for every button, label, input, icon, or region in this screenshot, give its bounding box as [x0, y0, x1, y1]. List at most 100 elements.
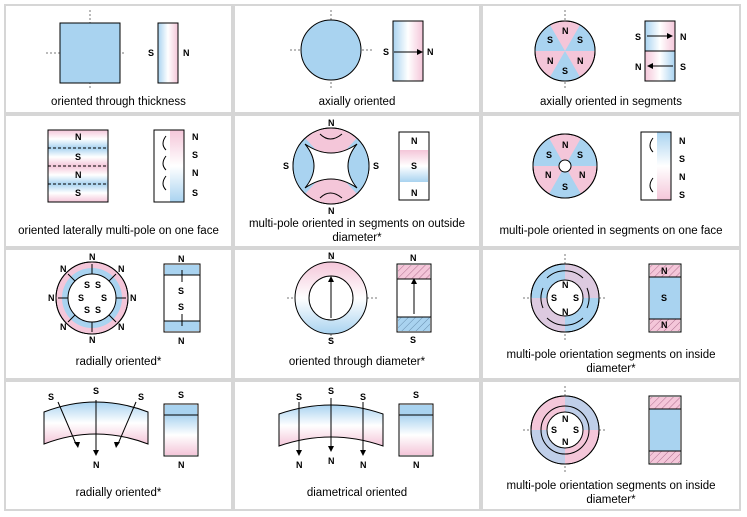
pole-label-s: S [178, 286, 184, 296]
pole-label-n: N [60, 322, 67, 332]
pole-label-n: N [547, 56, 554, 66]
pole-label-s: S [283, 161, 289, 171]
pole-label-s: S [178, 390, 184, 400]
pole-label-s: S [75, 152, 81, 162]
pole-label-n: N [89, 252, 96, 262]
pole-label-n: N [178, 336, 185, 346]
cell-axially-oriented-in-segments: S S S N N N S N N S axially oriented in … [481, 4, 741, 114]
pole-label-s: S [148, 48, 154, 58]
pole-label-n: N [118, 322, 125, 332]
cell-radially-oriented: N N N N N N N N S S S S S S [4, 248, 233, 380]
pole-label-n: N [411, 136, 418, 146]
pole-label-s: S [138, 392, 144, 402]
cell-radially-oriented-arc: S S S N S N radially oriented* [4, 380, 233, 511]
caption: oriented through diameter* [288, 356, 426, 368]
diagram-radially-oriented: N N N N N N N N S S S S S S [48, 252, 201, 346]
pole-label-n: N [679, 172, 686, 182]
pole-label-n: N [75, 170, 82, 180]
pole-label-n: N [192, 132, 199, 142]
pole-label-n: N [178, 460, 185, 470]
diagram: N S N S [235, 250, 479, 346]
caption: multi-pole oriented in segments on outsi… [248, 218, 466, 244]
pole-label-s: S [95, 305, 101, 315]
pole-label-s: S [373, 161, 379, 171]
pole-label-s: S [75, 188, 81, 198]
pole-label-n: N [562, 307, 569, 317]
pole-label-n: N [118, 264, 125, 274]
pole-label-n: N [562, 280, 569, 290]
pole-label-s: S [84, 305, 90, 315]
cell-oriented-laterally-multi-pole-on-one-face: N S N S N S N S oriented laterally multi… [4, 114, 233, 248]
diagram: S S S N N N S N [235, 382, 479, 477]
pole-label-n: N [577, 56, 584, 66]
pole-label-n: N [410, 253, 417, 263]
caption: oriented laterally multi-pole on one fac… [18, 225, 219, 237]
pole-label-s: S [48, 392, 54, 402]
diagram-multi-pole-outside-diameter: N N S S N S N [283, 118, 430, 216]
pole-label-n: N [328, 206, 335, 216]
pole-label-s: S [78, 293, 84, 303]
pole-label-s: S [95, 280, 101, 290]
cell-diametrical-oriented: S S S N N N S N diametrical oriented [233, 380, 481, 511]
cell-oriented-through-thickness: S N oriented through thickness [4, 4, 233, 114]
pole-label-n: N [48, 293, 55, 303]
pole-label-s: S [679, 190, 685, 200]
diagram-multi-pole-one-face: S S S N N N N S N S [532, 131, 686, 201]
caption: axially oriented [318, 96, 396, 108]
diagram-axially-oriented: S N [290, 10, 434, 88]
pole-label-s: S [562, 182, 568, 192]
cell-oriented-through-diameter: N S N S oriented through diameter* [233, 248, 481, 380]
pole-label-s: S [328, 336, 334, 346]
pole-label-n: N [635, 62, 642, 72]
diagram: S S S N S N [6, 382, 231, 477]
pole-label-n: N [661, 266, 668, 276]
cell-axially-oriented: S N axially oriented [233, 4, 481, 114]
pole-label-s: S [178, 302, 184, 312]
pole-label-s: S [328, 386, 334, 396]
pole-label-n: N [130, 293, 137, 303]
caption: multi-pole orientation segments on insid… [506, 349, 716, 375]
pole-label-n: N [328, 118, 335, 128]
pole-label-s: S [192, 150, 198, 160]
pole-label-s: S [413, 390, 419, 400]
diagram-multi-pole-inside-diameter-2: N N S S [523, 386, 682, 474]
pole-label-n: N [661, 320, 668, 330]
pole-label-n: N [562, 26, 569, 36]
diagram: N N S S N S N [483, 250, 739, 346]
pole-label-n: N [89, 335, 96, 345]
pole-label-s: S [547, 35, 553, 45]
pole-label-n: N [562, 414, 569, 424]
pole-label-s: S [192, 188, 198, 198]
pole-label-s: S [546, 150, 552, 160]
pole-label-s: S [383, 47, 389, 57]
pole-label-n: N [93, 460, 100, 470]
pole-label-s: S [573, 425, 579, 435]
cell-multi-pole-segments-inside-diameter: N N S S N S N multi-pole orientation seg… [481, 248, 741, 380]
diagram: S N [6, 6, 231, 92]
pole-label-s: S [573, 293, 579, 303]
pole-label-s: S [577, 35, 583, 45]
pole-label-n: N [75, 132, 82, 142]
pole-label-n: N [562, 140, 569, 150]
diagram-oriented-through-thickness: S N [46, 10, 190, 88]
pole-label-s: S [562, 66, 568, 76]
pole-label-s: S [360, 392, 366, 402]
pole-label-s: S [551, 425, 557, 435]
pole-label-n: N [579, 170, 586, 180]
pole-label-n: N [562, 437, 569, 447]
caption: multi-pole oriented in segments on one f… [499, 225, 723, 237]
pole-label-n: N [328, 251, 335, 261]
pole-label-n: N [183, 48, 190, 58]
pole-label-n: N [680, 32, 687, 42]
pole-label-s: S [680, 62, 686, 72]
diagram-radially-oriented-arc: S S S N S N [43, 386, 199, 470]
pole-label-s: S [635, 32, 641, 42]
diagram: S S S N N N S N N S [483, 6, 739, 92]
diagram: N S N S N S N S [6, 116, 231, 216]
caption: radially oriented* [75, 356, 162, 368]
diagram-laterally-multi-pole: N S N S N S N S [47, 129, 199, 203]
caption: diametrical oriented [306, 487, 408, 499]
diagram: N N S S N S N [235, 116, 479, 216]
caption: axially oriented in segments [540, 96, 682, 108]
pole-label-n: N [411, 188, 418, 198]
